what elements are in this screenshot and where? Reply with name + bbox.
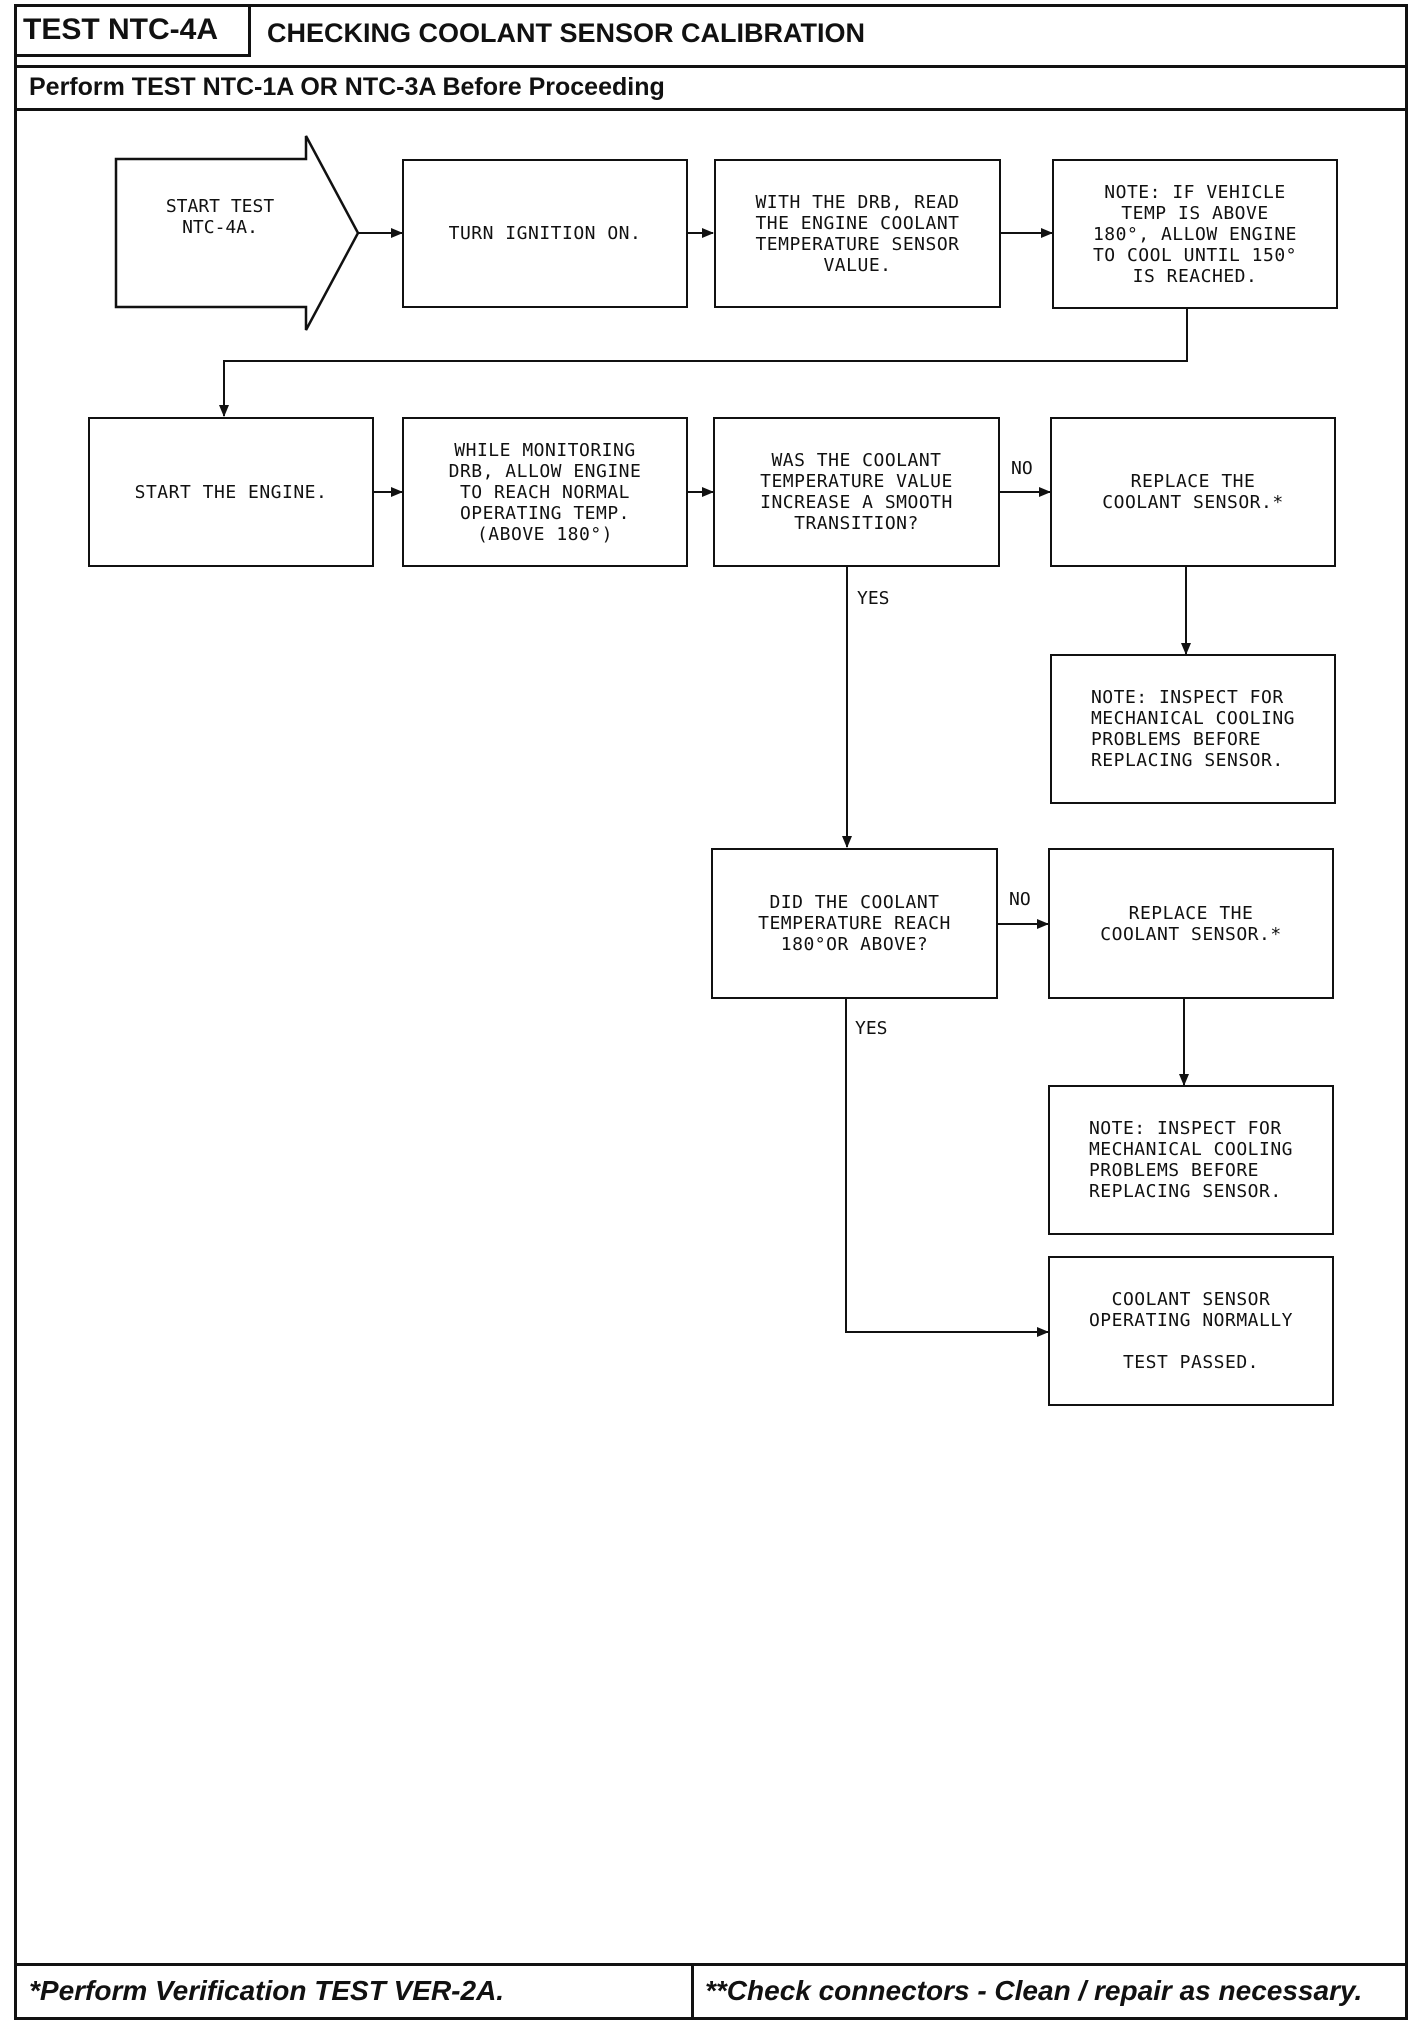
note-allow-cool: NOTE: IF VEHICLE TEMP IS ABOVE 180°, ALL… [1052, 159, 1338, 309]
result-status-text: COOLANT SENSOR OPERATING NORMALLY [1088, 1289, 1294, 1331]
action-text: REPLACE THE COOLANT SENSOR.* [1102, 471, 1284, 513]
connector-note-to-start-engine [219, 309, 1188, 417]
step-text: START THE ENGINE. [134, 481, 328, 503]
connector-question2-yes [845, 999, 1049, 1337]
page-subtitle: Perform TEST NTC-1A OR NTC-3A Before Pro… [29, 73, 665, 101]
footer-divider [17, 1963, 1405, 1966]
note-text: NOTE: INSPECT FOR MECHANICAL COOLING PRO… [1090, 687, 1296, 771]
step-turn-ignition: TURN IGNITION ON. [402, 159, 688, 308]
branch-label-yes: YES [857, 588, 890, 609]
note-text: NOTE: INSPECT FOR MECHANICAL COOLING PRO… [1088, 1118, 1294, 1202]
decision-text: DID THE COOLANT TEMPERATURE REACH 180°OR… [758, 892, 951, 955]
branch-label-no: NO [1009, 889, 1031, 910]
branch-label-yes: YES [855, 1018, 888, 1039]
result-passed-text: TEST PASSED. [1122, 1352, 1260, 1373]
note-inspect-cooling-1: NOTE: INSPECT FOR MECHANICAL COOLING PRO… [1050, 654, 1336, 804]
action-replace-sensor-2: REPLACE THE COOLANT SENSOR.* [1048, 848, 1334, 999]
header-divider [17, 108, 1405, 111]
step-read-coolant-value: WITH THE DRB, READ THE ENGINE COOLANT TE… [714, 159, 1001, 308]
step-text: WITH THE DRB, READ THE ENGINE COOLANT TE… [755, 191, 960, 276]
step-monitor-drb: WHILE MONITORING DRB, ALLOW ENGINE TO RE… [402, 417, 688, 567]
step-text: WHILE MONITORING DRB, ALLOW ENGINE TO RE… [448, 439, 642, 545]
decision-text: WAS THE COOLANT TEMPERATURE VALUE INCREA… [760, 450, 953, 534]
footer-note-connectors: **Check connectors - Clean / repair as n… [705, 1975, 1363, 2006]
diagram-page: TEST NTC-4A CHECKING COOLANT SENSOR CALI… [14, 4, 1408, 2020]
start-test-label: START TEST NTC-4A. [165, 196, 275, 238]
footer-note-verification: *Perform Verification TEST VER-2A. [29, 1975, 505, 2006]
branch-label-no: NO [1011, 458, 1033, 479]
note-inspect-cooling-2: NOTE: INSPECT FOR MECHANICAL COOLING PRO… [1048, 1085, 1334, 1235]
result-test-passed: COOLANT SENSOR OPERATING NORMALLY TEST P… [1048, 1256, 1334, 1406]
page-title: CHECKING COOLANT SENSOR CALIBRATION [267, 18, 865, 48]
test-id: TEST NTC-4A [17, 7, 251, 57]
action-replace-sensor-1: REPLACE THE COOLANT SENSOR.* [1050, 417, 1336, 567]
footer-divider [691, 1963, 694, 2020]
action-text: REPLACE THE COOLANT SENSOR.* [1100, 902, 1282, 945]
note-text: NOTE: IF VEHICLE TEMP IS ABOVE 180°, ALL… [1092, 181, 1298, 287]
header-divider [17, 65, 1405, 68]
decision-reach-180: DID THE COOLANT TEMPERATURE REACH 180°OR… [711, 848, 998, 999]
step-text: TURN IGNITION ON. [448, 223, 642, 244]
decision-smooth-transition: WAS THE COOLANT TEMPERATURE VALUE INCREA… [713, 417, 1000, 567]
start-arrow-shape [114, 135, 360, 331]
step-start-engine: START THE ENGINE. [88, 417, 374, 567]
